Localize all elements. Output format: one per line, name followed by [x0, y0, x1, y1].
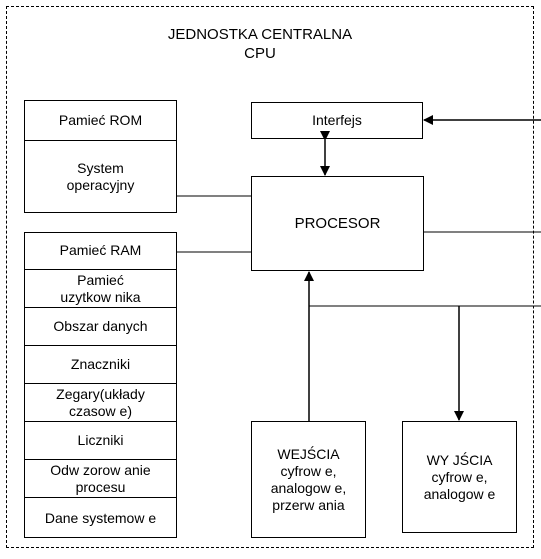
cpu-boundary — [6, 6, 534, 548]
ram-section-data-area: Obszar danych — [24, 307, 177, 345]
cpu-title: JEDNOSTKA CENTRALNA — [167, 26, 353, 43]
rom-block: Pamieć ROM System operacyjny — [24, 100, 177, 213]
ram-section-process-image: Odw zorow anie procesu — [24, 459, 177, 497]
rom-content: System operacyjny — [66, 160, 135, 193]
ram-section-system-data: Dane systemow e — [24, 497, 177, 538]
cpu-subtitle: CPU — [244, 45, 276, 62]
ram-block — [24, 232, 177, 538]
ram-section-user-memory: Pamieć uzytkow nika — [24, 269, 177, 307]
ram-title: Pamieć RAM — [59, 242, 142, 258]
rom-title: Pamieć ROM — [25, 101, 176, 141]
ram-section-timers: Zegary(układy czasow e) — [24, 383, 177, 421]
ram-section-counters: Liczniki — [24, 421, 177, 459]
interface-box: Interfejs — [251, 102, 423, 139]
inputs-box: WEJŚCIA cyfrow e, analogow e, przerw ani… — [251, 421, 366, 538]
processor-box: PROCESOR — [251, 176, 424, 271]
ram-section-flags: Znaczniki — [24, 345, 177, 383]
outputs-box: WY JŚCIA cyfrow e, analogow e — [402, 421, 517, 533]
